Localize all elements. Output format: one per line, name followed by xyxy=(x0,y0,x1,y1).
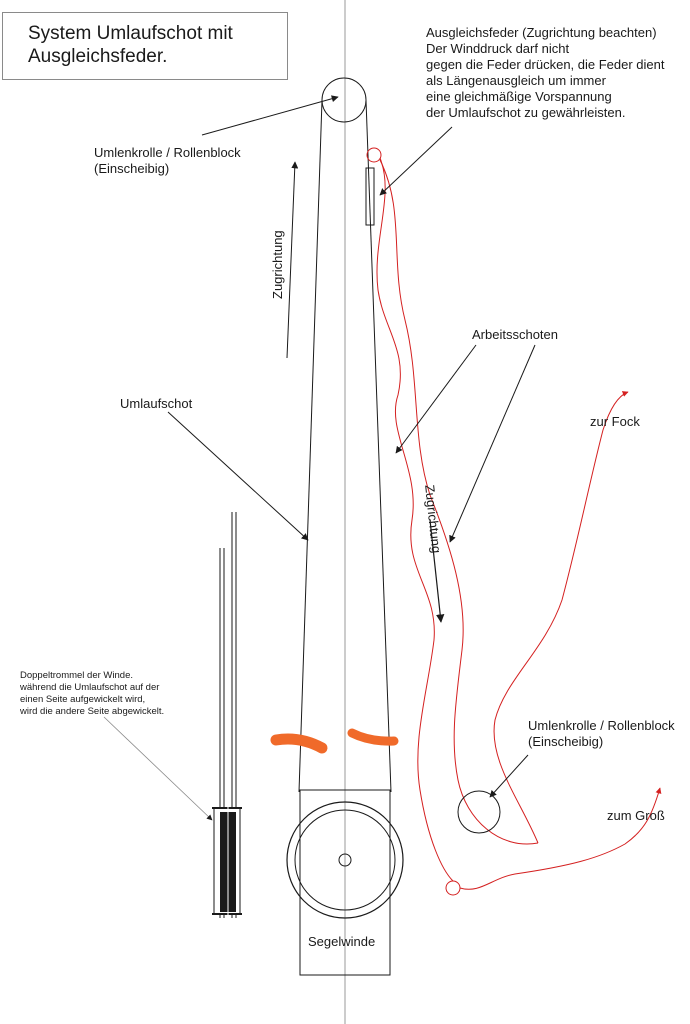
label-umlaufschot: Umlaufschot xyxy=(120,396,193,411)
arrow-zugrichtung-right xyxy=(429,519,445,623)
bottom-pulley xyxy=(457,790,501,834)
red-top-ring xyxy=(366,147,382,163)
arrow-zugrichtung-left xyxy=(286,161,299,359)
label-ausgleichsfeder: Ausgleichsfeder (Zugrichtung beachten) D… xyxy=(426,25,665,120)
label-umlenkrolle-top: Umlenkrolle / Rollenblock (Einscheibig) xyxy=(94,145,241,176)
winch-drum-inner xyxy=(294,809,396,911)
red-sheet-to-gross xyxy=(459,787,662,890)
diagram-title: System Umlaufschot mit Ausgleichsfeder. xyxy=(28,23,233,67)
orange-mark-right xyxy=(347,728,399,746)
red-sheet-left xyxy=(376,157,454,882)
arrow-doppeltrommel xyxy=(103,716,213,821)
red-sheet-right xyxy=(379,159,539,845)
label-zum-gross: zum Groß xyxy=(607,808,665,823)
arrow-spring xyxy=(379,126,453,196)
label-doppeltrommel: Doppeltrommel der Winde. während die Uml… xyxy=(20,670,165,717)
label-umlenkrolle-bottom: Umlenkrolle / Rollenblock (Einscheibig) xyxy=(528,718,675,749)
title-box xyxy=(2,12,288,80)
umlaufschot-left-line xyxy=(298,99,323,793)
arrow-arbeitsschoten-1 xyxy=(395,344,477,454)
label-segelwinde: Segelwinde xyxy=(308,934,376,949)
umlaufschot-right-line xyxy=(365,99,392,793)
label-arbeitsschoten: Arbeitsschoten xyxy=(472,327,558,342)
label-zur-fock: zur Fock xyxy=(590,414,640,429)
red-sheet-to-fock xyxy=(493,391,629,844)
red-bottom-ring xyxy=(445,880,461,896)
arrow-bottom-pulley xyxy=(489,754,529,798)
winch-drum-outer xyxy=(286,801,404,919)
compensation-spring xyxy=(365,167,375,226)
arrow-umlaufschot xyxy=(167,411,309,541)
orange-mark-left xyxy=(270,733,328,754)
arrow-top-pulley xyxy=(201,95,339,136)
label-zugrichtung-left: Zugrichtung xyxy=(270,230,285,299)
winch-axle xyxy=(338,853,352,867)
arrow-arbeitsschoten-2 xyxy=(449,344,536,543)
